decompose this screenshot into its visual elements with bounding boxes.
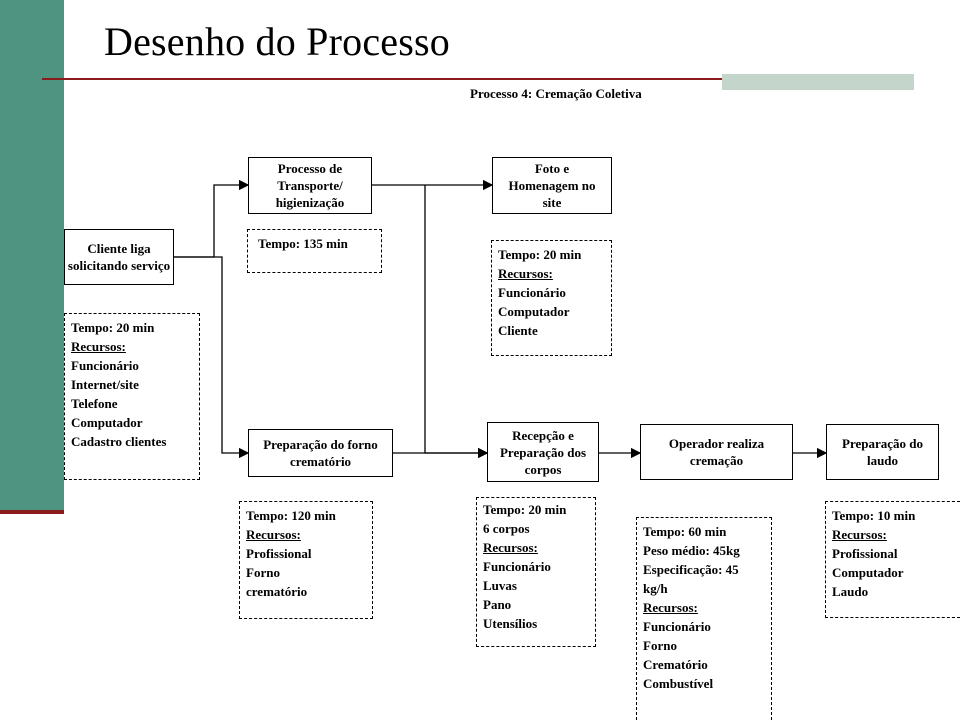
note-foto-resources-label: Recursos:: [498, 266, 553, 281]
note-recepcao-item: Pano: [483, 597, 512, 612]
note-recepcao-item: Funcionário: [483, 559, 551, 574]
note-recepcao-resources-label: Recursos:: [483, 540, 538, 555]
note-transporte: Tempo: 135 min: [247, 229, 382, 273]
note-recepcao-extra: 6 corpos: [483, 521, 530, 536]
connector-transporte-recepcao: [424, 185, 489, 459]
note-laudo-time: Tempo: 10 min: [832, 508, 916, 523]
box-operador: Operador realiza cremação: [640, 424, 793, 480]
note-operador-item: Crematório: [643, 657, 708, 672]
note-foto: Tempo: 20 min Recursos: Funcionário Comp…: [491, 240, 612, 356]
note-forno-item: Forno: [246, 565, 280, 580]
note-forno-resources-label: Recursos:: [246, 527, 301, 542]
accent-block: [722, 74, 914, 90]
note-cliente-item: Telefone: [71, 396, 118, 411]
note-foto-time: Tempo: 20 min: [498, 247, 582, 262]
note-cliente-resources-label: Recursos:: [71, 339, 126, 354]
note-transporte-time: Tempo: 135 min: [258, 236, 348, 251]
title-rule: [42, 78, 722, 80]
note-operador-time: Tempo: 60 min: [643, 524, 727, 539]
box-transporte-label: Processo de Transporte/ higienização: [275, 161, 345, 210]
note-cliente-time: Tempo: 20 min: [71, 320, 155, 335]
note-laudo: Tempo: 10 min Recursos: Profissional Com…: [825, 501, 960, 618]
box-forno: Preparação do forno crematório: [248, 429, 393, 477]
note-operador-extra: Peso médio: 45kg: [643, 543, 740, 558]
box-forno-label: Preparação do forno crematório: [263, 437, 378, 469]
note-laudo-item: Computador: [832, 565, 904, 580]
note-cliente-item: Cadastro clientes: [71, 434, 167, 449]
sidebar-rule: [0, 510, 64, 514]
box-recepcao: Recepção e Preparação dos corpos: [487, 422, 599, 482]
process-subtitle: Processo 4: Cremação Coletiva: [470, 86, 642, 101]
box-operador-label: Operador realiza cremação: [668, 436, 765, 468]
note-recepcao-item: Utensílios: [483, 616, 538, 631]
note-laudo-resources-label: Recursos:: [832, 527, 887, 542]
note-foto-item: Funcionário: [498, 285, 566, 300]
note-operador-item: Combustível: [643, 676, 714, 691]
connector-cliente-transporte: [173, 179, 250, 258]
note-forno-item: crematório: [246, 584, 308, 599]
box-foto: Foto e Homenagem no site: [492, 157, 612, 214]
note-operador-extra: kg/h: [643, 581, 668, 596]
note-operador: Tempo: 60 min Peso médio: 45kg Especific…: [636, 517, 772, 720]
note-cliente-item: Funcionário: [71, 358, 139, 373]
note-forno: Tempo: 120 min Recursos: Profissional Fo…: [239, 501, 373, 619]
note-cliente-item: Internet/site: [71, 377, 139, 392]
note-forno-time: Tempo: 120 min: [246, 508, 336, 523]
note-operador-item: Funcionário: [643, 619, 711, 634]
box-cliente: Cliente liga solicitando serviço: [64, 229, 174, 285]
note-cliente: Tempo: 20 min Recursos: Funcionário Inte…: [64, 313, 200, 480]
note-operador-resources-label: Recursos:: [643, 600, 698, 615]
note-recepcao-item: Luvas: [483, 578, 517, 593]
note-recepcao: Tempo: 20 min 6 corpos Recursos: Funcion…: [476, 497, 596, 647]
note-laudo-item: Profissional: [832, 546, 898, 561]
box-laudo-label: Preparação do laudo: [842, 436, 923, 468]
note-cliente-item: Computador: [71, 415, 143, 430]
note-foto-item: Cliente: [498, 323, 538, 338]
sidebar-band: [0, 0, 64, 512]
box-recepcao-label: Recepção e Preparação dos corpos: [499, 427, 587, 477]
page-title: Desenho do Processo: [104, 19, 450, 64]
note-foto-item: Computador: [498, 304, 570, 319]
connector-cliente-forno: [173, 256, 250, 459]
box-foto-label: Foto e Homenagem no site: [508, 161, 596, 210]
box-cliente-label: Cliente liga solicitando serviço: [67, 241, 171, 273]
note-recepcao-time: Tempo: 20 min: [483, 502, 567, 517]
box-laudo: Preparação do laudo: [826, 424, 939, 480]
note-operador-extra: Especificação: 45: [643, 562, 739, 577]
note-laudo-item: Laudo: [832, 584, 869, 599]
note-operador-item: Forno: [643, 638, 677, 653]
box-transporte: Processo de Transporte/ higienização: [248, 157, 372, 214]
note-forno-item: Profissional: [246, 546, 312, 561]
